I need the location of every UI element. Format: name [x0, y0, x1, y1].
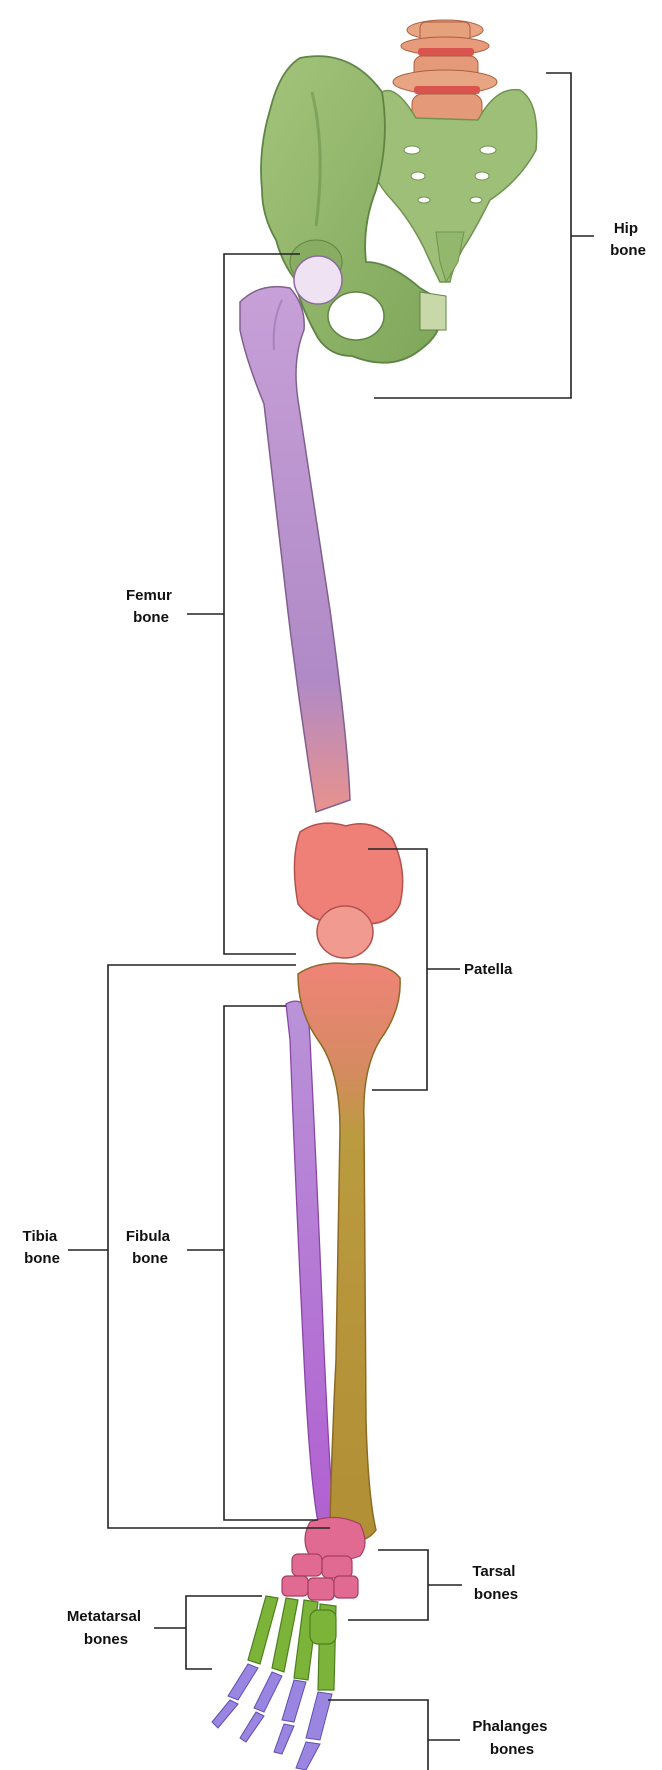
tibia-label-line-2: bone: [24, 1250, 60, 1267]
tarsal-leader: [348, 1550, 428, 1620]
metatarsal-bones: [248, 1596, 336, 1690]
phalanges-bones: [212, 1664, 332, 1770]
fibula-label: Fibula bone: [126, 1228, 174, 1267]
tarsal-label-line-2: bones: [474, 1586, 518, 1603]
sacrum: [366, 90, 537, 282]
hip-label-line-2: bone: [610, 242, 646, 259]
hip-label: Hip bone: [610, 220, 646, 259]
tarsal-bones: [282, 1517, 365, 1600]
metatarsal-label-line-1: Metatarsal: [67, 1608, 141, 1625]
hip-label-line-1: Hip: [614, 220, 638, 237]
phalanges-leader: [328, 1700, 428, 1770]
fibula-label-line-2: bone: [132, 1250, 168, 1267]
metatarsal-label-line-2: bones: [84, 1631, 128, 1648]
patella-label: Patella: [464, 961, 513, 978]
phalanges-label-line-2: bones: [490, 1741, 534, 1758]
tibia-label: Tibia bone: [23, 1228, 62, 1267]
fibula: [286, 1001, 334, 1522]
femur-label-line-2: bone: [133, 609, 169, 626]
patella-bone: [317, 906, 373, 958]
tibia-label-line-1: Tibia: [23, 1228, 58, 1245]
femur-label: Femur bone: [126, 587, 176, 626]
tarsal-label-line-1: Tarsal: [472, 1563, 515, 1580]
knee-joint: [294, 823, 402, 958]
phalanges-label: Phalanges bones: [472, 1718, 551, 1758]
tarsal-label: Tarsal bones: [472, 1563, 519, 1603]
femur-label-line-1: Femur: [126, 587, 172, 604]
fibula-label-line-1: Fibula: [126, 1228, 171, 1245]
metatarsal-label: Metatarsal bones: [67, 1608, 145, 1648]
phalanges-label-line-1: Phalanges: [472, 1718, 547, 1735]
